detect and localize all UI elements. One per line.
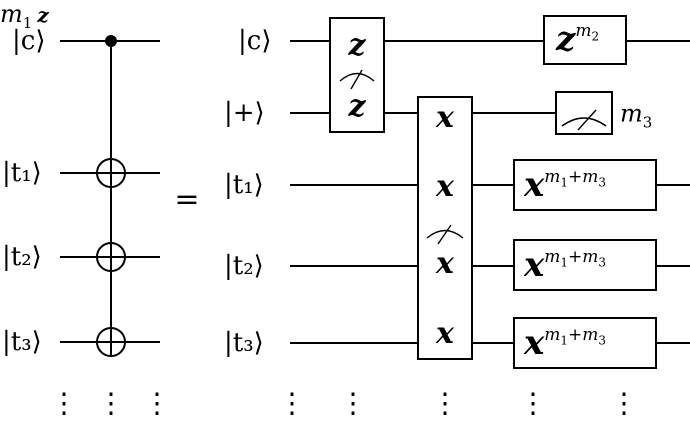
x-measure-x4: x <box>436 316 454 351</box>
ellipsis-1: ⋮ <box>50 386 78 420</box>
t1-correction-box <box>513 159 657 211</box>
z-correction-gate: zm2 <box>556 19 600 59</box>
right-ket-plus: |+⟩ <box>224 98 265 128</box>
x-measure-x2: x <box>436 169 454 204</box>
z-correction-box <box>543 15 627 65</box>
plus-measure-box <box>555 91 613 135</box>
right-ket-c: |c⟩ <box>238 26 272 56</box>
meter-icon-plus <box>561 109 607 131</box>
x-measure-box <box>417 96 473 360</box>
t2-correction-box <box>513 239 657 291</box>
ellipsis-4: ⋮ <box>278 386 306 420</box>
ellipsis-6: ⋮ <box>431 386 459 420</box>
t3-correction-box <box>513 317 657 369</box>
zz-measure-box <box>329 17 385 133</box>
ellipsis-2: ⋮ <box>97 386 125 420</box>
left-ket-t1: |t₁⟩ <box>2 158 42 188</box>
t2-correction-gate: xm1+m3 <box>524 245 607 285</box>
left-ket-t3: |t₃⟩ <box>2 327 42 357</box>
plus-measure-basis: z <box>37 3 49 27</box>
zz-bottom-z: z <box>348 89 366 124</box>
equals-sign: = <box>174 182 200 217</box>
t3-correction-gate: xm1+m3 <box>524 323 607 363</box>
meter-icon-zz <box>339 69 375 90</box>
ellipsis-7: ⋮ <box>519 386 547 420</box>
right-ket-t3: |t₃⟩ <box>224 328 264 358</box>
ellipsis-3: ⋮ <box>143 386 171 420</box>
zz-measure-label: m1 <box>0 0 33 32</box>
x-measure-x3: x <box>436 246 454 281</box>
t1-correction-gate: xm1+m3 <box>524 165 607 205</box>
x-measure-x1: x <box>436 100 454 135</box>
right-ket-t2: |t₂⟩ <box>224 251 264 281</box>
ellipsis-8: ⋮ <box>610 386 638 420</box>
plus-measure-label: m3 <box>620 99 653 132</box>
control-dot <box>105 35 117 47</box>
left-ket-t2: |t₂⟩ <box>2 242 42 272</box>
zz-top-z: z <box>348 28 366 63</box>
left-ket-c: |c⟩ <box>12 26 46 56</box>
meter-icon-x <box>426 224 464 245</box>
right-ket-t1: |t₁⟩ <box>224 170 264 200</box>
ellipsis-5: ⋮ <box>339 386 367 420</box>
